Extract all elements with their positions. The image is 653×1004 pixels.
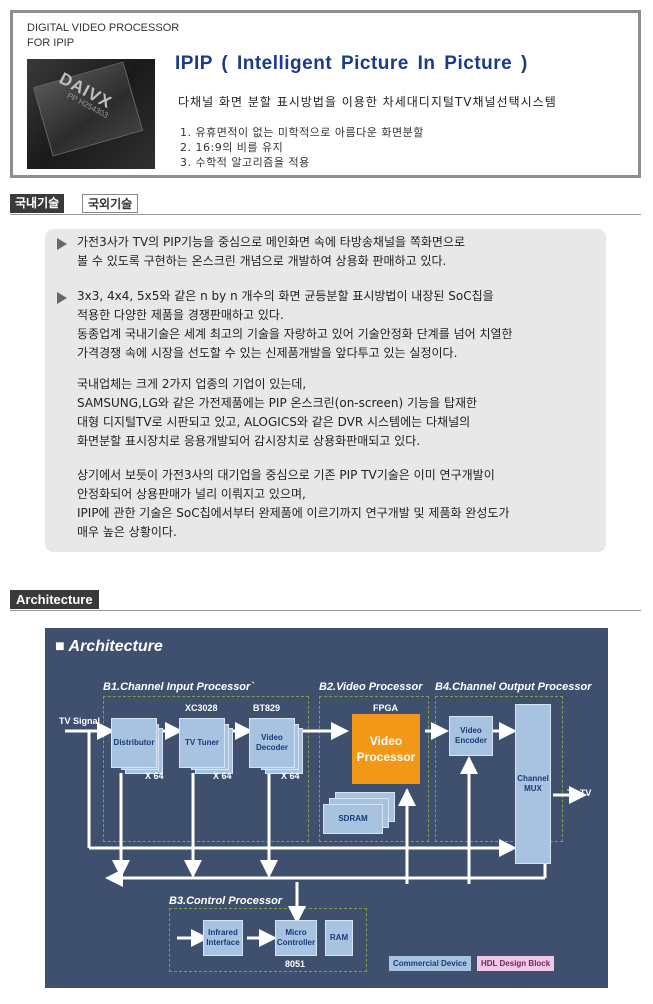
bt829-label: BT829 [253,703,281,713]
paragraph-3: 국내업체는 크게 2가지 업종의 기업이 있는데, SAMSUNG,LG와 같은… [77,375,477,451]
bullet-arrow-icon [57,292,67,304]
tech-tabs: 국내기술 국외기술 [10,194,641,215]
label-b3: B3.Control Processor [169,895,283,907]
feature-item: 1. 유휴면적이 없는 미학적으로 아름다운 화면분할 [180,126,424,139]
page-subtitle: 다채널 화면 분할 표시방법을 이용한 차세대디지털TV채널선택시스템 [178,95,557,109]
tab-domestic[interactable]: 국내기술 [10,194,65,213]
tv-tuner-box: TV Tuner [179,718,225,768]
caption-line-2: FOR IPIP [27,37,75,49]
feature-item: 3. 수학적 알고리즘을 적용 [180,156,310,169]
content-panel: 가전3사가 TV의 PIP기능을 중심으로 메인화면 속에 타방송채널을 쪽화면… [45,229,606,552]
architecture-diagram: ■ Architecture B1.Channel Input Processo… [45,628,608,988]
video-processor-box: Video Processor [352,714,420,784]
caption-line-1: DIGITAL VIDEO PROCESSOR [27,22,180,34]
page-title: IPIP ( Intelligent Picture In Picture ) [175,53,528,74]
legend-hdl: HDL Design Block [477,956,555,971]
header-caption: DIGITAL VIDEO PROCESSOR FOR IPIP [27,21,179,51]
label-b2: B2.Video Processor [319,681,423,693]
text-line: 3x3, 4x4, 5x5와 같은 n by n 개수의 화면 균등분할 표시방… [77,289,494,303]
mcu-label: 8051 [285,959,306,969]
diagram-title: ■ Architecture [55,638,163,655]
video-encoder-box: Video Encoder [449,716,493,756]
text-line: 적용한 다양한 제품을 경쟁판매하고 있다. [77,308,284,322]
ram-box: RAM [325,920,353,956]
paragraph-4: 상기에서 보듯이 가전3사의 대기업을 중심으로 기존 PIP TV기술은 이미… [77,466,510,542]
text-line: 안정화되어 상용판매가 널리 이뤄지고 있으며, [77,487,306,501]
text-line: SAMSUNG,LG와 같은 가전제품에는 PIP 온스크린(on-screen… [77,396,478,410]
text-line: 상기에서 보듯이 가전3사의 대기업을 중심으로 기존 PIP TV기술은 이미… [77,468,495,482]
sdram-box: SDRAM [323,804,383,834]
legend-commercial: Commercial Device [389,956,471,971]
fpga-label: FPGA [373,703,399,713]
bullet-arrow-icon [57,238,67,250]
region-control-processor [169,908,367,972]
text-line: 볼 수 있도록 구현하는 온스크린 개념으로 개발하여 상용화 판매하고 있다. [77,254,447,268]
multiplier-label: X 64 [145,771,164,781]
label-b1: B1.Channel Input Processor` [103,681,254,693]
micro-controller-box: Micro Controller [275,920,317,956]
tv-signal-label: TV Signal [59,716,101,726]
label-b4: B4.Channel Output Processor [435,681,592,693]
channel-mux-box: Channel MUX [515,704,551,864]
paragraph-1: 가전3사가 TV의 PIP기능을 중심으로 메인화면 속에 타방송채널을 쪽화면… [77,233,465,271]
text-line: 가전3사가 TV의 PIP기능을 중심으로 메인화면 속에 타방송채널을 쪽화면… [77,235,466,249]
multiplier-label: X 64 [281,771,300,781]
feature-list: 1. 유휴면적이 없는 미학적으로 아름다운 화면분할 2. 16:9의 비를 … [180,125,424,170]
multiplier-label: X 64 [213,771,232,781]
header-panel: DIGITAL VIDEO PROCESSOR FOR IPIP DAIVX P… [10,10,641,178]
text-line: 국내업체는 크게 2가지 업종의 기업이 있는데, [77,377,307,391]
region-video-processor [319,696,429,842]
paragraph-2: 3x3, 4x4, 5x5와 같은 n by n 개수의 화면 균등분할 표시방… [77,287,513,363]
text-line: 동종업계 국내기술은 세계 최고의 기술을 자랑하고 있어 기술안정화 단계를 … [77,327,513,341]
feature-item: 2. 16:9의 비를 유지 [180,141,284,154]
text-line: 대형 디지털TV로 시판되고 있고, ALOGICS와 같은 DVR 시스템에는… [77,415,471,429]
to-tv-label: To TV [567,788,592,798]
infrared-interface-box: Infrared Interface [203,920,243,956]
text-line: 화면분할 표시장치로 응용개발되어 감시장치로 상용화판매되고 있다. [77,434,421,448]
chip-photo: DAIVX PP H254303 [27,59,155,169]
xc3028-label: XC3028 [185,703,218,713]
section-title: Architecture [10,590,99,609]
video-decoder-box: Video Decoder [249,718,295,768]
region-input-processor [103,696,309,842]
text-line: IPIP에 관한 기술은 SoC칩에서부터 완제품에 이르기까지 연구개발 및 … [77,506,510,520]
tab-overseas[interactable]: 국외기술 [82,194,139,213]
text-line: 매우 높은 상황이다. [77,525,177,539]
signal-arrows [65,722,587,947]
text-line: 가격경쟁 속에 시장을 선도할 수 있는 신제품개발을 앞다투고 있는 실정이다… [77,346,458,360]
architecture-section-header: Architecture [10,590,641,611]
distributor-box: Distributor [111,718,157,768]
